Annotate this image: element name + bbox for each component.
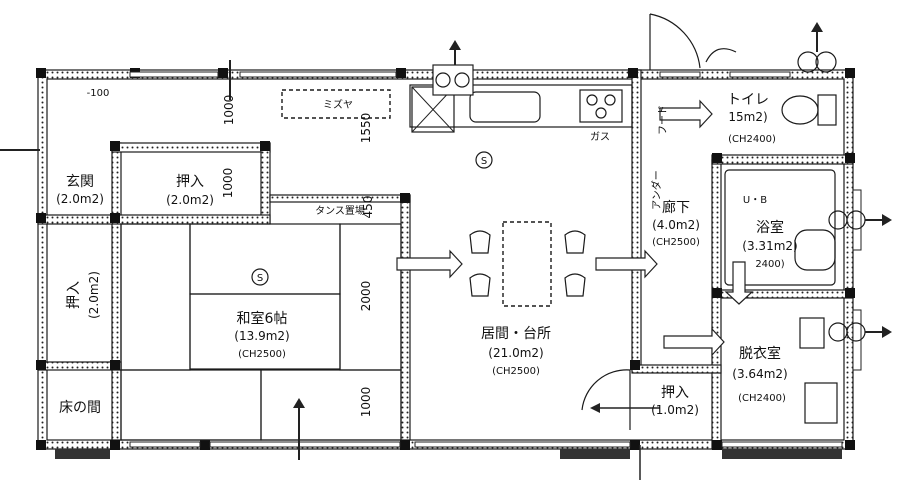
oshiire-top-name: 押入	[176, 174, 204, 190]
oshiire-left-area: (2.0m2)	[87, 271, 101, 319]
datsuishitsu-ceiling: (CH2400)	[738, 393, 786, 404]
sensor-label: S	[481, 156, 487, 167]
bathtub	[724, 169, 892, 286]
tatami	[120, 223, 402, 441]
sensor-icon	[251, 268, 269, 286]
washitsu-ceiling: (CH2500)	[238, 349, 286, 360]
tokonoma-name: 床の間	[59, 400, 101, 416]
dimension-1000-top: 1000	[222, 95, 236, 126]
oshiire-small-area: (1.0m2)	[651, 403, 699, 417]
yokushitsu-ceiling: 2400)	[755, 259, 784, 270]
genkan-area: (2.0m2)	[56, 192, 104, 206]
ub-label: U・B	[743, 195, 767, 206]
antena-label: アンダー	[650, 170, 663, 210]
washitsu-name: 和室6帖	[237, 310, 288, 327]
oshiire-small-name: 押入	[661, 385, 689, 401]
washitsu-area: (13.9m2)	[234, 329, 289, 343]
toilet-fixture	[781, 22, 837, 126]
toilet-ceiling: (CH2400)	[728, 134, 776, 145]
sensor-label: S	[257, 273, 263, 284]
oshiire-left-name: 押入	[66, 281, 82, 309]
dimension-1000-oshiire: 1000	[221, 168, 235, 199]
tansu-label: タンス置場	[315, 204, 365, 217]
genkan-name: 玄関	[66, 173, 94, 190]
doors	[581, 13, 737, 430]
yokushitsu-name: 浴室	[756, 219, 784, 236]
datsuishitsu-area: (3.64m2)	[732, 367, 787, 381]
rouka-area: (4.0m2)	[652, 218, 700, 232]
dimension-450: 450	[361, 196, 375, 219]
toilet-area: 15m2)	[728, 110, 767, 124]
dimension-1000-bottom: 1000	[359, 387, 373, 418]
step-label: -100	[87, 88, 110, 99]
toilet-name: トイレ	[727, 92, 769, 108]
dimension-1550: 1550	[359, 113, 373, 144]
ventilation-fan	[432, 40, 474, 96]
windows	[55, 71, 862, 459]
flow-arrows	[0, 60, 754, 480]
sensor-icon	[475, 151, 493, 169]
dining-table	[469, 221, 586, 307]
washroom-fixture	[799, 317, 892, 424]
rouka-name: 廊下	[662, 199, 690, 216]
rouka-ceiling: (CH2500)	[652, 237, 700, 248]
oshiire-top-area: (2.0m2)	[166, 193, 214, 207]
ldk-area: (21.0m2)	[488, 346, 543, 360]
mizuya-box	[281, 89, 391, 119]
yokushitsu-area: (3.31m2)	[742, 239, 797, 253]
mizuya-label: ミズヤ	[323, 98, 353, 111]
dimension-2000: 2000	[359, 281, 373, 312]
ldk-ceiling: (CH2500)	[492, 366, 540, 377]
datsuishitsu-name: 脱衣室	[739, 345, 781, 362]
ldk-name: 居間・台所	[481, 326, 551, 342]
hood-label: フード	[658, 105, 669, 135]
gas-label: ガス	[590, 131, 610, 143]
